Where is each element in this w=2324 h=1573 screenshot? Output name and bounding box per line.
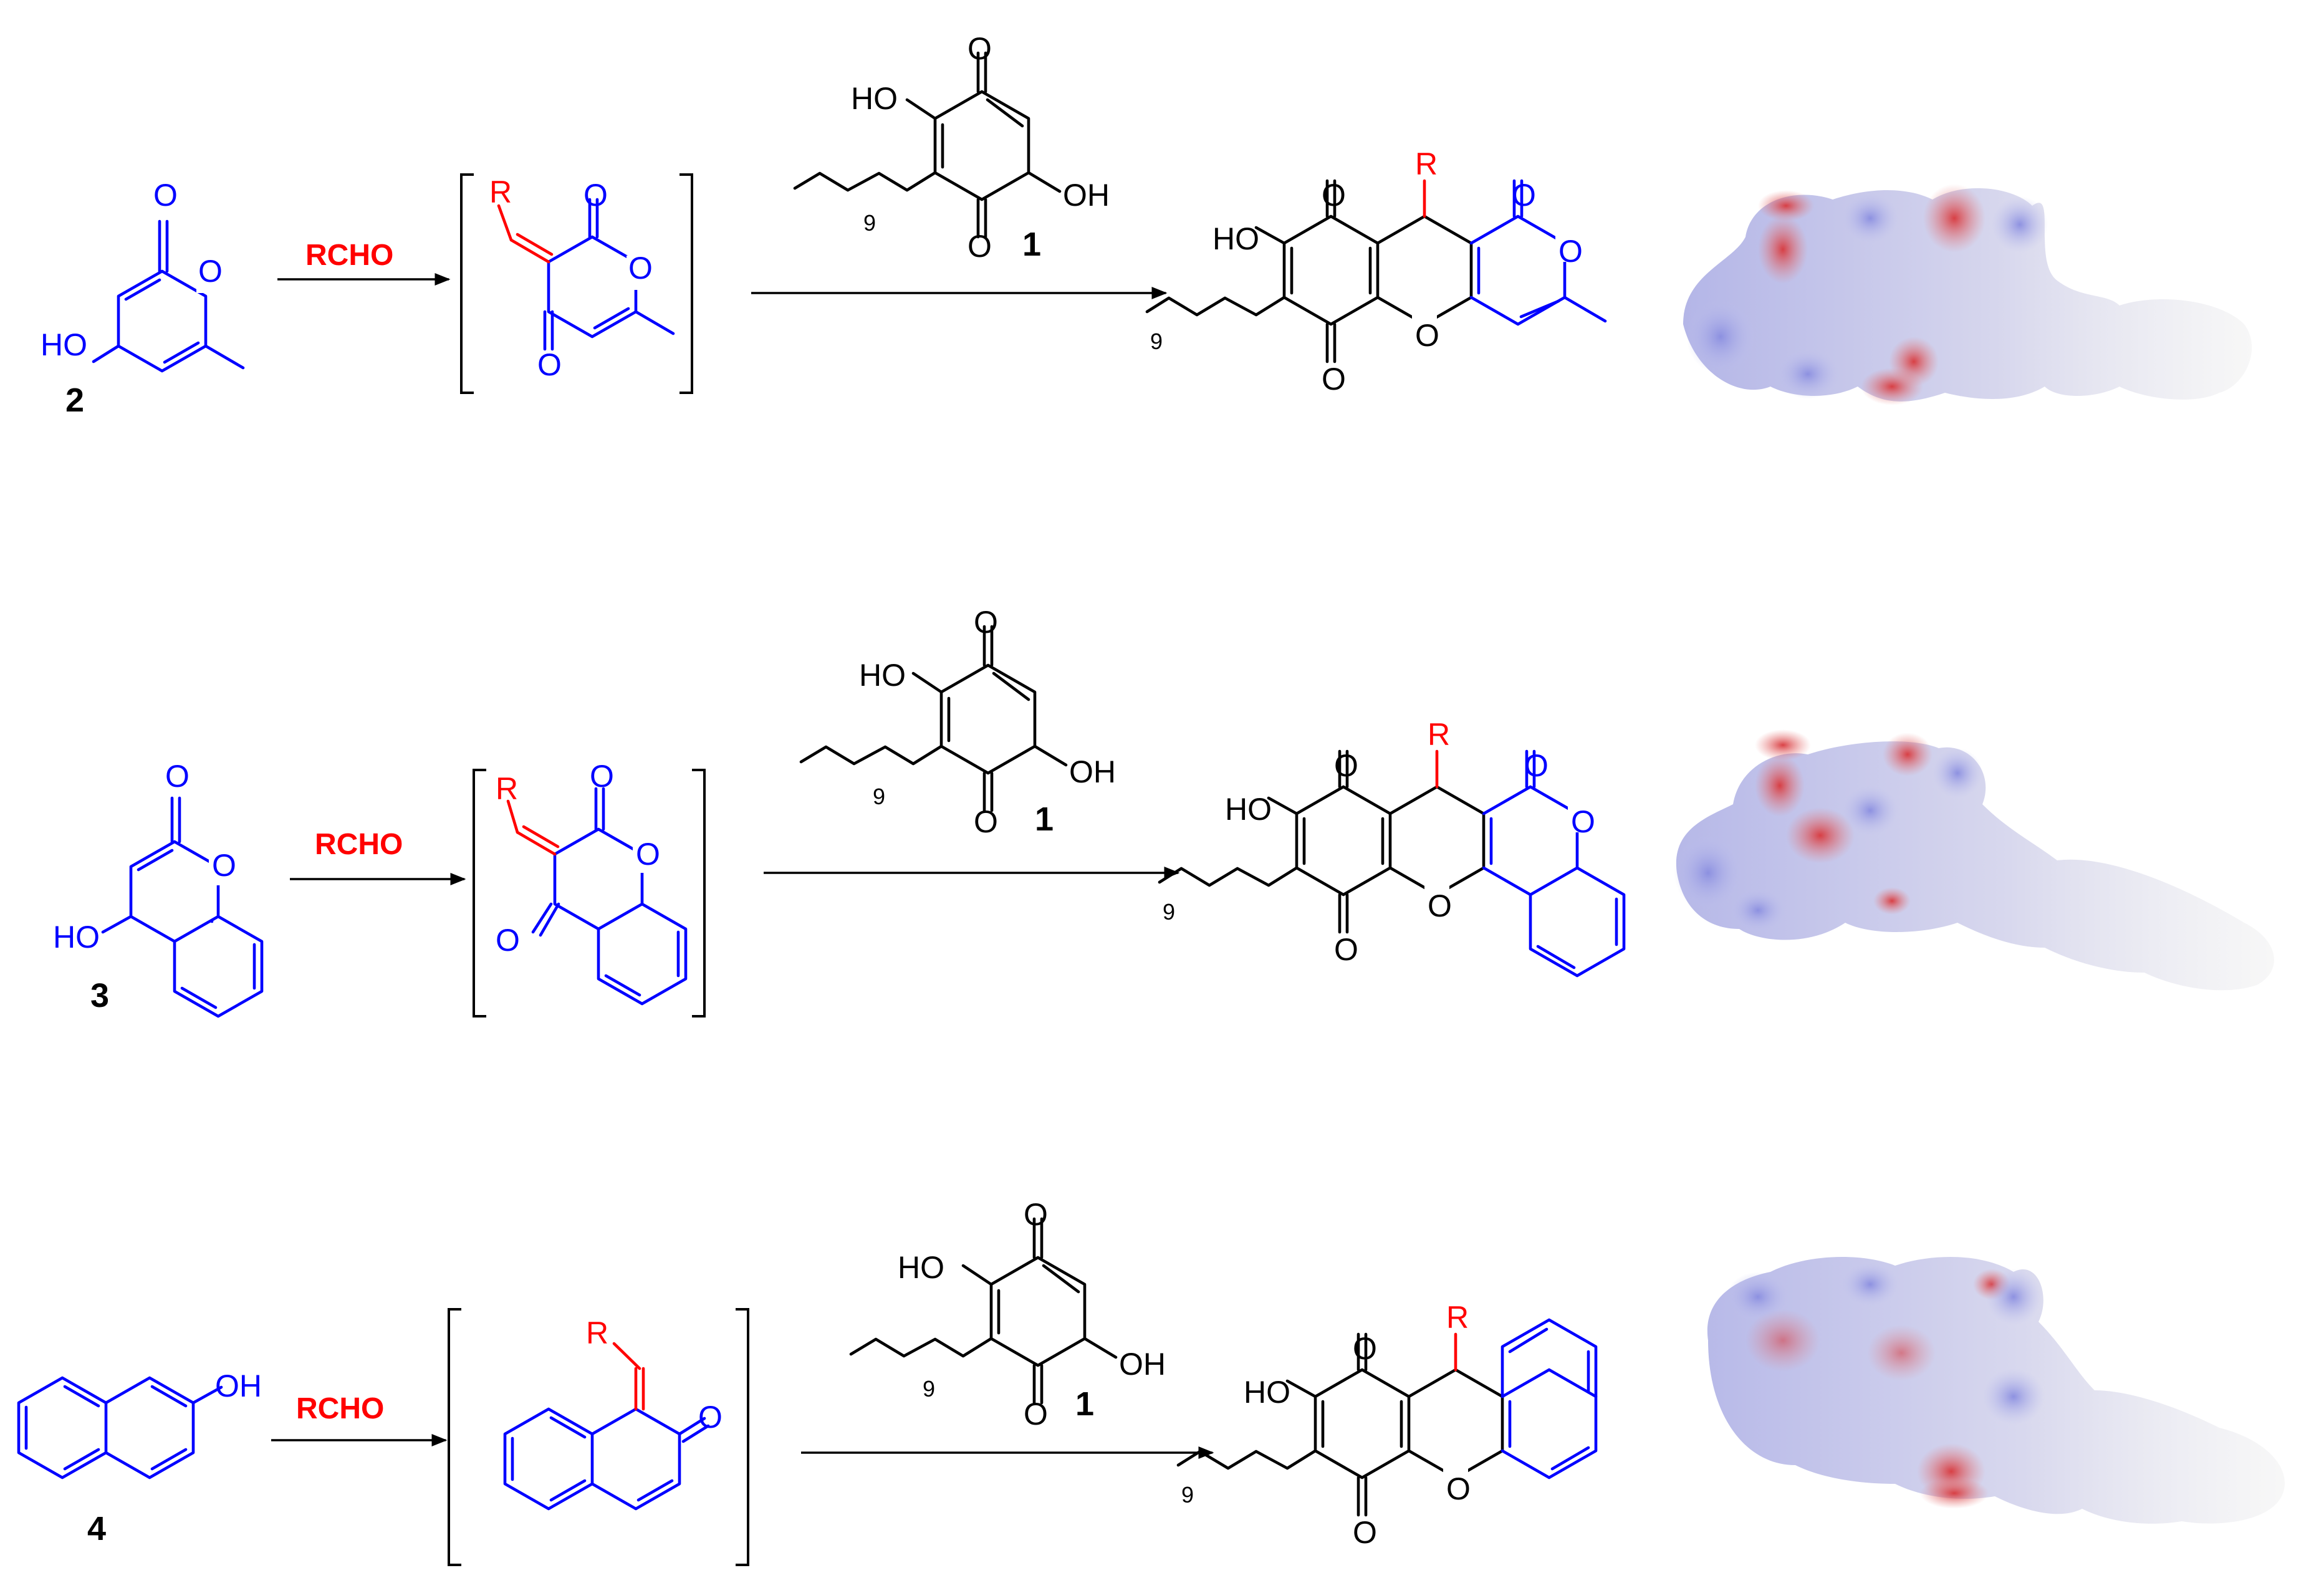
compound-label-3: 3 — [90, 977, 109, 1014]
pyrone-ring-o: O — [198, 254, 223, 289]
product-3-pyran-o: O — [1446, 1471, 1471, 1506]
product-1-structure — [1145, 179, 1607, 363]
intermediate-2-ketone-o: O — [496, 923, 520, 958]
intermediate-1-carbonyl-o: O — [583, 178, 608, 213]
esp-surface-2 — [1674, 729, 2274, 991]
quinone-1-bottom-o-row1: O — [968, 229, 992, 264]
quinone-1-bottom-o-row3: O — [1024, 1397, 1048, 1431]
chain-repeat-row2: 9 — [873, 784, 885, 809]
coumarin-3-structure — [101, 796, 264, 1018]
reagent-label-row3: RCHO — [296, 1392, 384, 1425]
product-2-pyran-o: O — [1428, 888, 1452, 923]
intermediate-1-ring-o: O — [628, 251, 653, 286]
compound-label-4: 4 — [87, 1510, 106, 1547]
product-2-top-o: O — [1334, 748, 1358, 783]
bracket-left-row3 — [448, 1308, 461, 1566]
intermediate-2-structure — [506, 787, 688, 1006]
reagent-label-row1: RCHO — [305, 239, 393, 272]
compound-label-1-row3: 1 — [1075, 1385, 1094, 1423]
quinone-1-ho-row3: HO — [898, 1250, 944, 1285]
row-3: OH 4 RCHO R O — [17, 1197, 2285, 1566]
bracket-left-row2 — [473, 769, 486, 1017]
quinone-1-structure-row2 — [799, 625, 1068, 812]
product-3-structure — [1176, 1318, 1598, 1517]
intermediate-3-structure — [503, 1342, 710, 1511]
quinone-1-oh-row1: OH — [1063, 178, 1110, 213]
coumarin-ho: HO — [53, 920, 100, 955]
bracket-right-row1 — [679, 173, 693, 394]
bracket-right-row2 — [692, 769, 706, 1017]
pyrone-2-structure — [92, 219, 245, 373]
intermediate-1-ketone-o: O — [537, 347, 562, 382]
esp-surface-3 — [1707, 1257, 2285, 1524]
product-1-chain-repeat: 9 — [1150, 329, 1163, 354]
product-1-lactone-carbonyl-o: O — [1512, 178, 1536, 213]
pyrone-carbonyl-o: O — [153, 178, 178, 213]
product-2-ho: HO — [1225, 792, 1272, 827]
product-1-pyran-o: O — [1415, 318, 1439, 353]
row-2: O O HO 3 RCHO R O O O — [53, 605, 2274, 1018]
product-1-ho: HO — [1212, 221, 1259, 256]
product-3-r: R — [1446, 1300, 1469, 1335]
intermediate-2-ring-o: O — [636, 837, 660, 872]
intermediate-1-structure — [497, 198, 675, 351]
product-2-chain-repeat: 9 — [1163, 899, 1175, 925]
product-3-bottom-o: O — [1353, 1515, 1377, 1550]
pyrone-ho: HO — [41, 327, 87, 362]
quinone-1-ho-row1: HO — [851, 81, 898, 116]
naphthol-oh: OH — [215, 1369, 262, 1403]
row-1: O O HO 2 RCHO R O O O — [41, 31, 2252, 419]
product-1-bottom-o: O — [1322, 362, 1346, 397]
compound-label-1-row2: 1 — [1035, 801, 1054, 838]
esp-surface-1 — [1683, 184, 2252, 405]
compound-label-1-row1: 1 — [1022, 226, 1041, 263]
quinone-1-bottom-o-row2: O — [974, 804, 998, 839]
naphthol-4-structure — [17, 1376, 223, 1479]
intermediate-2-r: R — [496, 771, 518, 806]
reagent-label-row2: RCHO — [315, 828, 403, 861]
product-2-bottom-o: O — [1334, 932, 1358, 967]
product-1-r: R — [1415, 147, 1438, 181]
product-3-chain-repeat: 9 — [1181, 1482, 1194, 1508]
quinone-1-oh-row2: OH — [1069, 754, 1116, 789]
chain-repeat-row1: 9 — [863, 210, 876, 236]
product-1-top-o: O — [1322, 178, 1346, 213]
product-3-top-o: O — [1353, 1331, 1377, 1366]
coumarin-carbonyl-o: O — [165, 759, 190, 794]
coumarin-ring-o: O — [212, 848, 236, 883]
compound-label-2: 2 — [65, 382, 84, 419]
product-1-lactone-ring-o: O — [1558, 234, 1583, 269]
product-2-r: R — [1428, 717, 1450, 752]
product-2-structure — [1158, 749, 1626, 978]
quinone-1-top-o-row3: O — [1024, 1197, 1048, 1232]
intermediate-1-r: R — [489, 175, 512, 209]
intermediate-2-carbonyl-o: O — [590, 759, 614, 794]
quinone-1-top-o-row1: O — [968, 31, 992, 66]
quinone-1-structure-row3 — [849, 1217, 1118, 1405]
product-2-lactone-carbonyl-o: O — [1524, 748, 1549, 783]
bracket-right-row3 — [736, 1308, 749, 1566]
chain-repeat-row3: 9 — [923, 1376, 935, 1402]
product-3-ho: HO — [1244, 1375, 1290, 1410]
quinone-1-structure-row1 — [793, 51, 1062, 239]
quinone-1-ho-row2: HO — [859, 658, 906, 693]
quinone-1-top-o-row2: O — [974, 605, 998, 640]
intermediate-3-r: R — [586, 1316, 608, 1350]
intermediate-3-ketone-o: O — [698, 1400, 723, 1435]
quinone-1-oh-row3: OH — [1119, 1347, 1166, 1382]
bracket-left-row1 — [460, 173, 474, 394]
product-2-lactone-ring-o: O — [1571, 804, 1595, 839]
